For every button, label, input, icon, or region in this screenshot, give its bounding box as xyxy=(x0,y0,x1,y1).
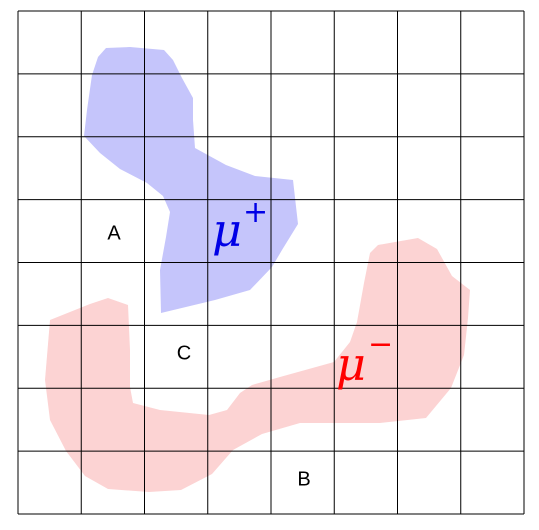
mu-minus-label: μ − xyxy=(336,327,393,391)
point-label-c: C xyxy=(177,342,191,364)
mu-plus-region xyxy=(84,47,298,313)
mu-minus-sign: − xyxy=(368,327,393,362)
point-label-b: B xyxy=(297,468,310,490)
mu-minus-symbol: μ xyxy=(336,337,366,391)
mu-plus-symbol: μ xyxy=(212,203,242,257)
mu-plus-sign: + xyxy=(243,195,268,230)
grid xyxy=(17,10,525,515)
point-label-a: A xyxy=(107,222,121,244)
mu-plus-label: μ + xyxy=(212,195,268,257)
mu-minus-region xyxy=(45,238,470,492)
